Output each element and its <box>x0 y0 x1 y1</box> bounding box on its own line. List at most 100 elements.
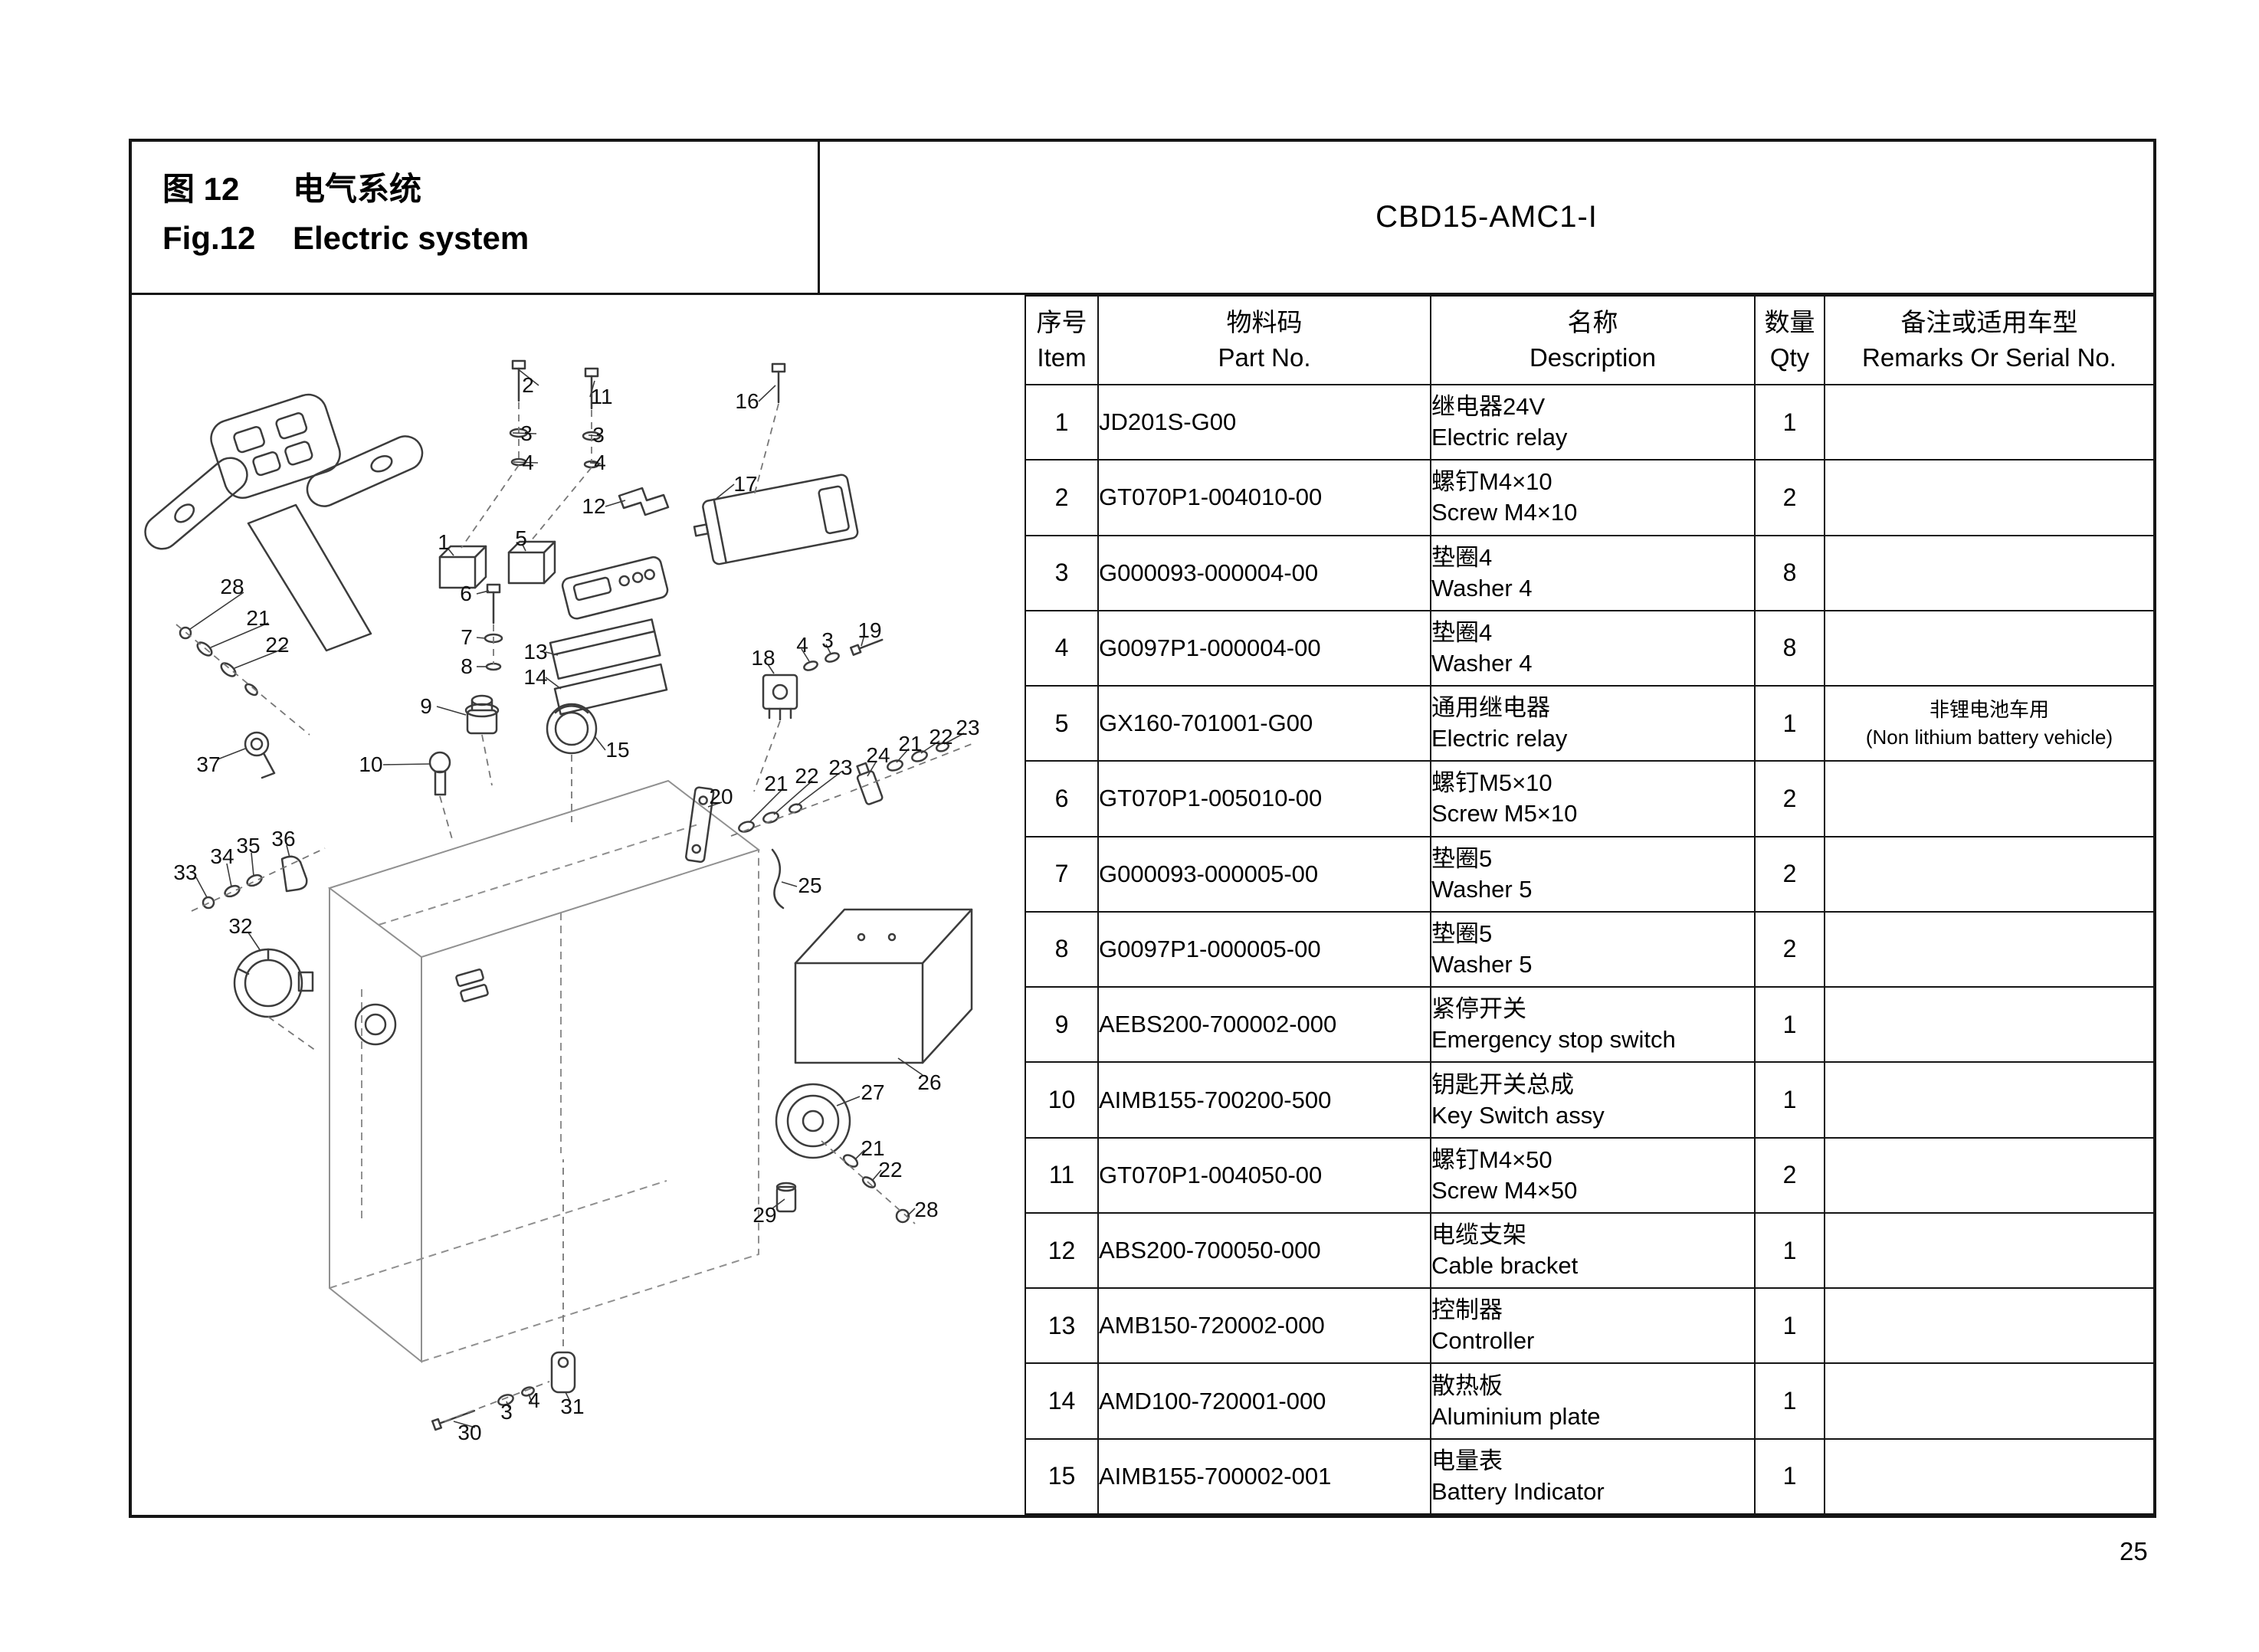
diagram-callout: 28 <box>914 1198 939 1221</box>
diagram-callout: 4 <box>522 451 534 474</box>
diagram-callout: 12 <box>582 494 606 518</box>
quantity: 1 <box>1754 1362 1825 1440</box>
col-header-qty: 数量 Qty <box>1754 295 1825 385</box>
diagram-callout: 16 <box>735 389 759 413</box>
item-number: 6 <box>1025 760 1099 837</box>
diagram-callout: 7 <box>461 625 473 649</box>
diagram-callout: 2 <box>522 373 534 397</box>
figure-label-cn: 图 12 <box>162 171 240 207</box>
col-part-en: Part No. <box>1218 343 1311 372</box>
remarks <box>1824 609 2155 687</box>
diagram-callout: 22 <box>878 1158 903 1182</box>
diagram-callout: 27 <box>861 1080 885 1104</box>
quantity: 1 <box>1754 685 1825 762</box>
diagram-callout: 23 <box>956 716 980 739</box>
remarks <box>1824 459 2155 536</box>
remarks <box>1824 1136 2155 1214</box>
quantity: 1 <box>1754 1211 1825 1290</box>
col-qty-cn: 数量 <box>1764 308 1815 336</box>
diagram-callout: 29 <box>752 1203 777 1227</box>
diagram-callout: 28 <box>220 575 244 598</box>
diagram-callout: 30 <box>457 1421 482 1444</box>
remarks <box>1824 986 2155 1064</box>
figure-label-en: Fig.12 <box>162 220 256 256</box>
part-number: GT070P1-004010-00 <box>1097 459 1431 536</box>
diagram-callout: 22 <box>929 725 953 749</box>
diagram-callout: 22 <box>795 764 819 788</box>
quantity: 2 <box>1754 459 1825 536</box>
diagram-callout: 3 <box>500 1400 513 1424</box>
quantity: 1 <box>1754 1287 1825 1365</box>
diagram-callout: 21 <box>861 1136 885 1160</box>
diagram-callout: 11 <box>590 385 613 408</box>
remarks <box>1824 534 2155 611</box>
remarks <box>1824 835 2155 913</box>
part-number: GT070P1-004050-00 <box>1097 1136 1431 1214</box>
diagram-callout: 20 <box>709 785 733 808</box>
diagram-callout: 14 <box>523 665 548 689</box>
quantity: 8 <box>1754 534 1825 611</box>
item-number: 11 <box>1025 1136 1099 1214</box>
item-number: 15 <box>1025 1437 1099 1516</box>
col-item-cn: 序号 <box>1036 308 1087 336</box>
diagram-callout: 31 <box>560 1395 585 1418</box>
diagram-callout: 32 <box>228 914 253 938</box>
diagram-sketch <box>144 359 973 1431</box>
col-remarks-en: Remarks Or Serial No. <box>1862 343 2116 372</box>
part-number: AIMB155-700200-500 <box>1097 1061 1431 1139</box>
diagram-callout: 13 <box>523 640 548 664</box>
diagram-callout: 33 <box>173 860 198 884</box>
diagram-callout: 4 <box>528 1388 540 1412</box>
quantity: 1 <box>1754 1061 1825 1139</box>
col-remarks-cn: 备注或适用车型 <box>1900 308 2078 336</box>
remarks <box>1824 1061 2155 1139</box>
parts-table: 序号 Item 物料码 Part No. 名称 Description 数量 Q… <box>1025 295 2155 1516</box>
diagram-callout: 22 <box>265 633 290 657</box>
diagram-callout: 21 <box>898 732 923 756</box>
page-number: 25 <box>2120 1537 2148 1565</box>
part-number: AIMB155-700002-001 <box>1097 1437 1431 1516</box>
parts-layer <box>144 359 973 1431</box>
table-header-row: 序号 Item 物料码 Part No. 名称 Description 数量 Q… <box>1025 295 2155 385</box>
diagram-callout: 1 <box>438 530 450 554</box>
quantity: 2 <box>1754 835 1825 913</box>
item-number: 14 <box>1025 1362 1099 1440</box>
figure-title-cn: 图 12 电气系统 <box>162 165 818 214</box>
diagram-callout: 21 <box>246 606 270 630</box>
diagram-callout: 3 <box>592 423 605 447</box>
item-number: 7 <box>1025 835 1099 913</box>
diagram-callout: 19 <box>857 618 882 642</box>
part-number: G0097P1-000005-00 <box>1097 910 1431 988</box>
quantity: 8 <box>1754 609 1825 687</box>
diagram-callout: 4 <box>594 451 606 474</box>
remarks <box>1824 1362 2155 1440</box>
figure-name-cn: 电气系统 <box>293 171 422 207</box>
part-number: GT070P1-005010-00 <box>1097 760 1431 837</box>
diagram-callout: 18 <box>751 646 775 670</box>
model-code: CBD15-AMC1-I <box>820 142 2153 293</box>
item-number: 1 <box>1025 383 1099 461</box>
